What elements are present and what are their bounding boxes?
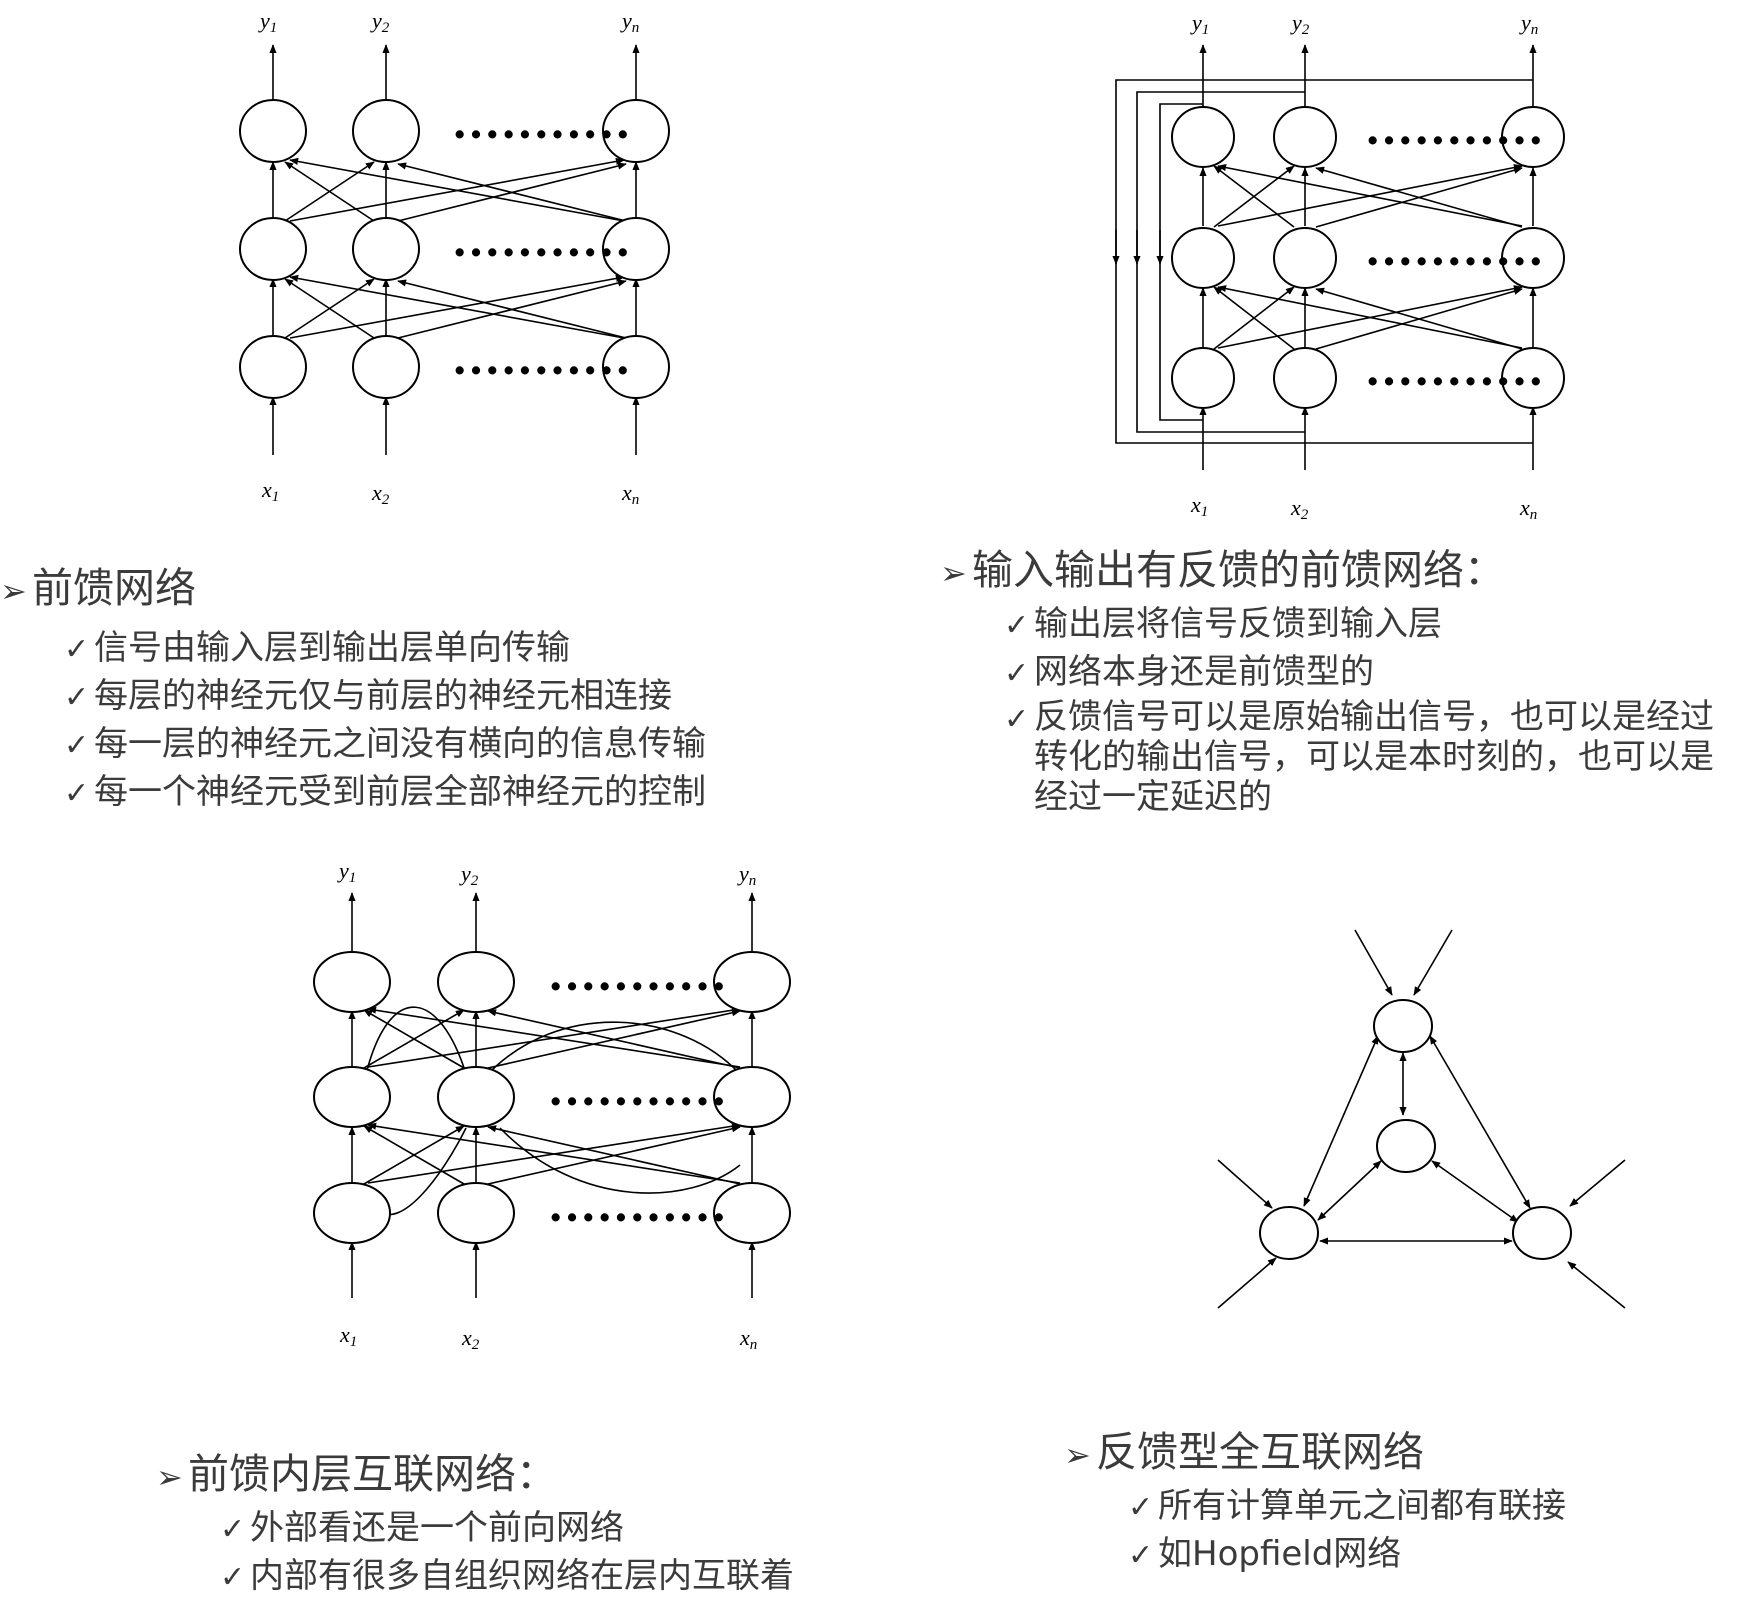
intralayer-diagram: ........... ........... ........... y1 y…	[313, 858, 791, 1353]
list-item: ✓输出层将信号反馈到输入层	[1004, 601, 1740, 649]
svg-text:y2: y2	[459, 861, 479, 889]
feedforward-title: 前馈网络	[32, 564, 196, 612]
full-feedback-description: ➢反馈型全互联网络 ✓所有计算单元之间都有联接 ✓如Hopfield网络	[1064, 1426, 1566, 1579]
full-feedback-diagram	[1217, 929, 1626, 1309]
intralayer-heading: ➢前馈内层互联网络：	[156, 1448, 794, 1503]
intralayer-description: ➢前馈内层互联网络： ✓外部看还是一个前向网络 ✓内部有很多自组织网络在层内互联…	[156, 1448, 794, 1601]
full-feedback-title: 反馈型全互联网络	[1096, 1428, 1424, 1476]
checkmark-icon: ✓	[64, 728, 90, 763]
list-item: ✓信号由输入层到输出层单向传输	[64, 625, 706, 673]
checkmark-icon: ✓	[64, 632, 90, 667]
svg-text:...........: ...........	[452, 216, 632, 267]
svg-text:x1: x1	[261, 477, 279, 505]
svg-text:xn: xn	[739, 1325, 757, 1353]
arrowhead-bullet-icon: ➢	[0, 572, 27, 610]
list-item: ✓反馈信号可以是原始输出信号，也可以是经过转化的输出信号，可以是本时刻的，也可以…	[1004, 697, 1714, 817]
svg-text:...........: ...........	[548, 1181, 728, 1232]
svg-text:...........: ...........	[452, 334, 632, 385]
svg-text:yn: yn	[620, 8, 639, 36]
list-item: ✓每一层的神经元之间没有横向的信息传输	[64, 721, 706, 769]
list-item: ✓网络本身还是前馈型的	[1004, 649, 1740, 697]
checkmark-icon: ✓	[220, 1512, 246, 1547]
svg-text:xn: xn	[621, 480, 639, 508]
checkmark-icon: ✓	[64, 776, 90, 811]
svg-text:x2: x2	[461, 1325, 480, 1353]
svg-text:y1: y1	[337, 858, 356, 886]
svg-text:x2: x2	[1290, 495, 1309, 523]
full-feedback-heading: ➢反馈型全互联网络	[1064, 1426, 1566, 1481]
svg-text:y1: y1	[1190, 10, 1209, 38]
arrowhead-bullet-icon: ➢	[156, 1458, 183, 1496]
intralayer-title: 前馈内层互联网络：	[188, 1450, 557, 1498]
list-item: ✓外部看还是一个前向网络	[220, 1505, 794, 1553]
feedforward-heading: ➢前馈网络	[0, 562, 706, 617]
svg-text:y2: y2	[1290, 10, 1310, 38]
checkmark-icon: ✓	[64, 680, 90, 715]
list-item: ✓内部有很多自组织网络在层内互联着	[220, 1553, 794, 1601]
list-item: ✓每层的神经元仅与前层的神经元相连接	[64, 673, 706, 721]
svg-text:y2: y2	[370, 8, 390, 36]
arrowhead-bullet-icon: ➢	[940, 554, 967, 592]
checkmark-icon: ✓	[1004, 656, 1030, 691]
checkmark-icon: ✓	[1128, 1538, 1154, 1573]
io-feedback-description: ➢输入输出有反馈的前馈网络： ✓输出层将信号反馈到输入层 ✓网络本身还是前馈型的…	[940, 544, 1740, 817]
svg-text:y1: y1	[258, 8, 277, 36]
svg-text:x1: x1	[1190, 492, 1208, 520]
checkmark-icon: ✓	[1004, 702, 1030, 737]
checkmark-icon: ✓	[1128, 1490, 1154, 1525]
svg-text:...........: ...........	[548, 950, 728, 1001]
svg-text:xn: xn	[1519, 495, 1537, 523]
feedforward-description: ➢前馈网络 ✓信号由输入层到输出层单向传输 ✓每层的神经元仅与前层的神经元相连接…	[0, 562, 706, 817]
svg-text:...........: ...........	[1365, 104, 1545, 155]
svg-text:...........: ...........	[452, 98, 632, 149]
io-feedback-diagram: ........... ........... ........... y1 y…	[1112, 10, 1565, 523]
checkmark-icon: ✓	[1004, 608, 1030, 643]
svg-text:x1: x1	[339, 1322, 357, 1350]
svg-text:...........: ...........	[1365, 225, 1545, 276]
list-item: ✓所有计算单元之间都有联接	[1128, 1483, 1566, 1531]
svg-text:yn: yn	[1519, 10, 1538, 38]
feedforward-diagram: ........... ........... ........... y1 y…	[239, 8, 670, 508]
io-feedback-heading: ➢输入输出有反馈的前馈网络：	[940, 544, 1740, 599]
checkmark-icon: ✓	[220, 1560, 246, 1595]
io-feedback-title: 输入输出有反馈的前馈网络：	[972, 546, 1505, 594]
svg-text:...........: ...........	[1365, 345, 1545, 396]
svg-text:yn: yn	[737, 861, 756, 889]
list-item: ✓每一个神经元受到前层全部神经元的控制	[64, 769, 706, 817]
arrowhead-bullet-icon: ➢	[1064, 1436, 1091, 1474]
list-item: ✓如Hopfield网络	[1128, 1531, 1566, 1579]
svg-text:x2: x2	[371, 480, 390, 508]
svg-text:...........: ...........	[548, 1065, 728, 1116]
